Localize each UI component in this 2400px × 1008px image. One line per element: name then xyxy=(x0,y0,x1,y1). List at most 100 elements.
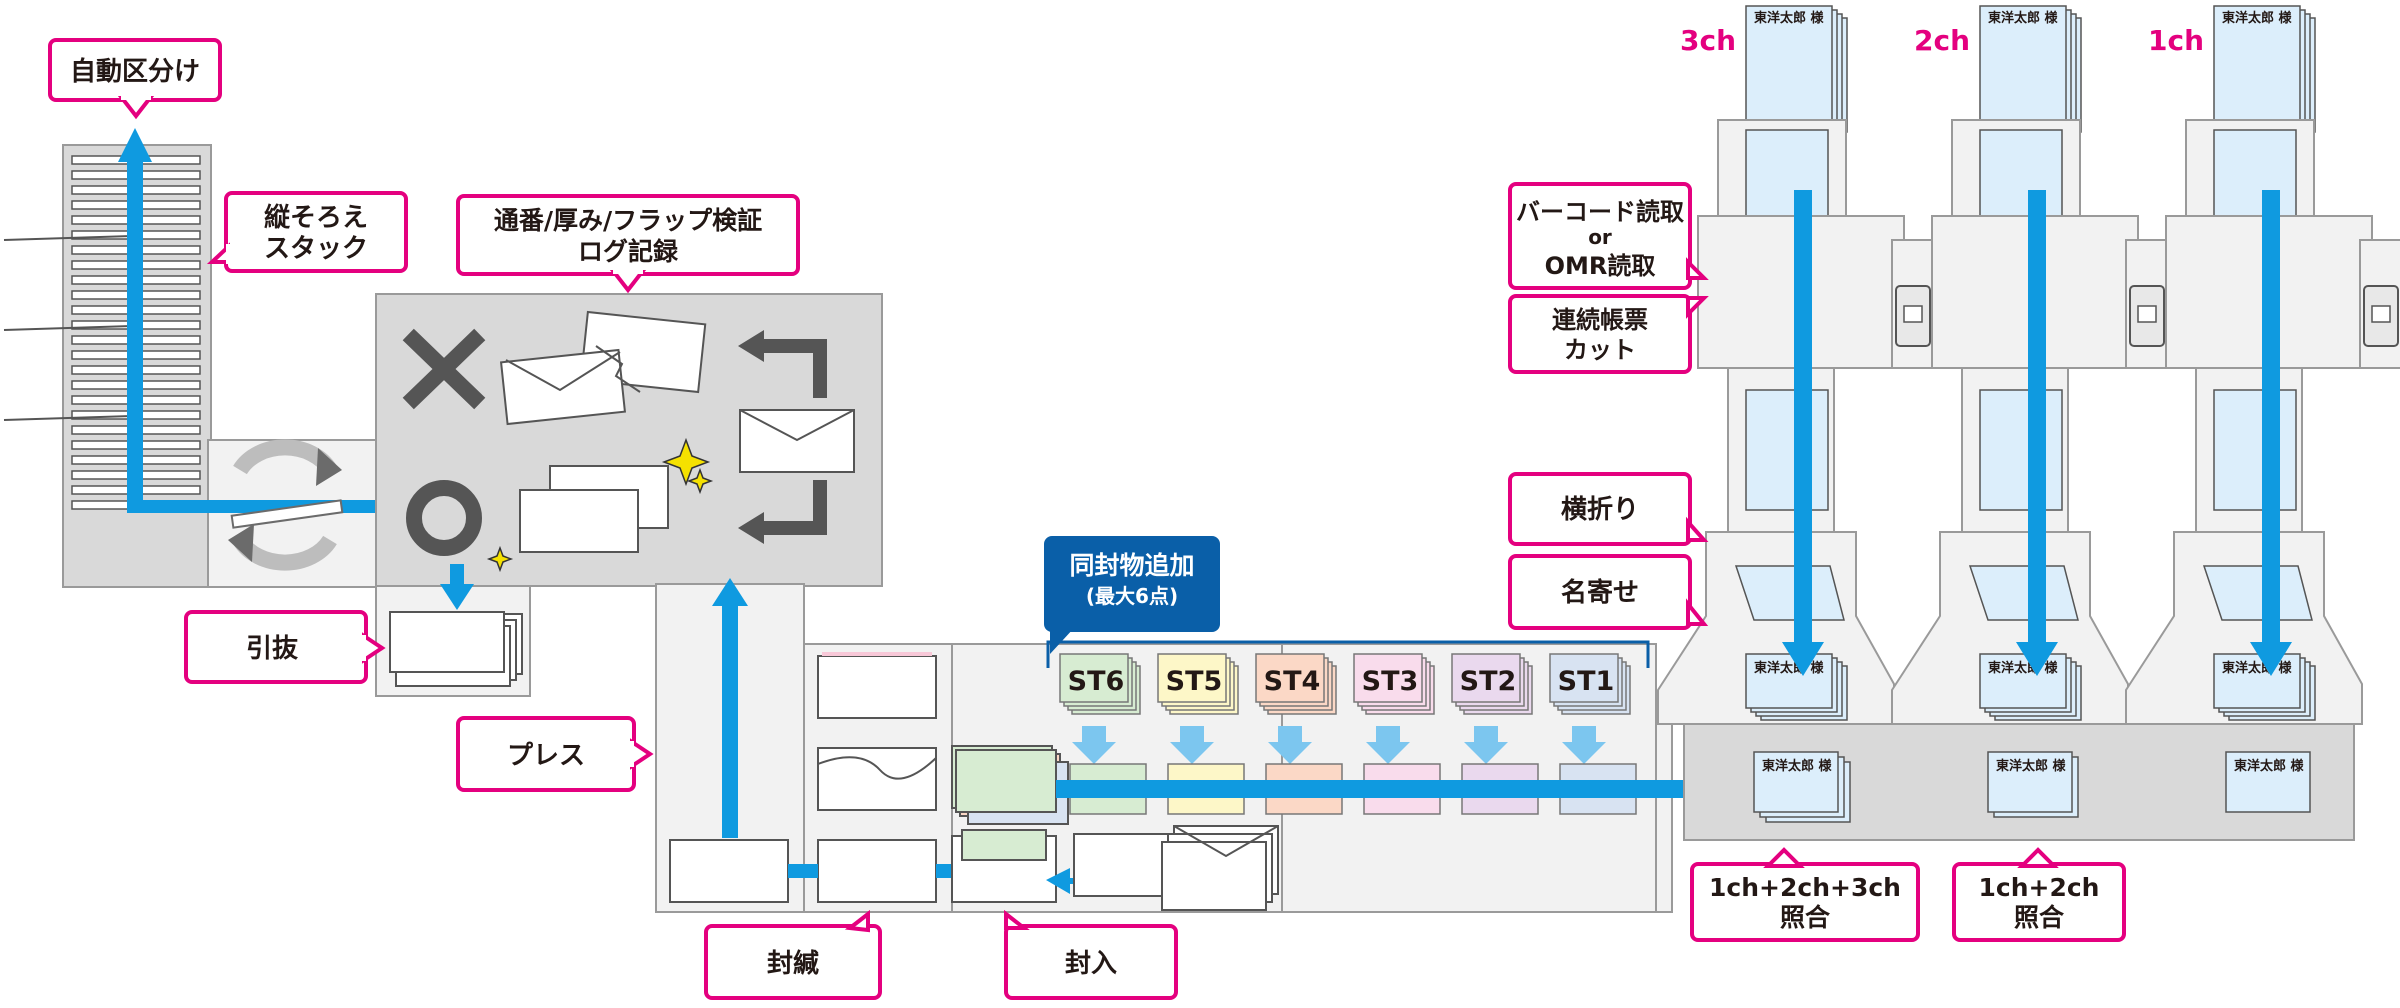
enclosure-label-2: (最大6点) xyxy=(1086,584,1178,608)
match-3ch-label-2: 照合 xyxy=(1780,903,1831,932)
barcode-label-1: バーコード読取 xyxy=(1516,198,1684,226)
flow-arrow-head xyxy=(118,128,152,162)
enclosure-stations: ST6 ST5 ST4 ST3 ST2 ST1 xyxy=(1059,653,1637,815)
match-2ch-label-1: 1ch+2ch xyxy=(1979,873,2100,902)
station-label: ST1 xyxy=(1558,666,1615,697)
verify-label-1: 通番/厚み/フラップ検証 xyxy=(494,206,762,235)
doc-name: 東洋太郎 様 xyxy=(1988,660,2059,676)
callout-insert: 封入 xyxy=(1004,909,1178,1000)
reject-x-icon xyxy=(402,328,486,410)
accept-o-icon xyxy=(406,480,482,556)
doc-name: 東洋太郎 様 xyxy=(1996,758,2067,774)
doc-name: 東洋太郎 様 xyxy=(1762,758,1833,774)
flow-arrow-head xyxy=(2016,642,2058,676)
callout-barcode: バーコード読取 or OMR読取 xyxy=(1508,182,1709,290)
rotate-icon xyxy=(228,439,344,571)
press-label: プレス xyxy=(507,741,585,771)
callout-verify: 通番/厚み/フラップ検証 ログ記録 xyxy=(456,194,800,294)
flip-arrows-icon xyxy=(738,330,827,544)
down-arrow-icon xyxy=(1170,726,1214,764)
station-label: ST6 xyxy=(1068,666,1125,697)
callout-press: プレス xyxy=(456,716,654,792)
envelope-good-icon xyxy=(519,465,669,553)
station-label: ST2 xyxy=(1460,666,1517,697)
down-arrow-icon xyxy=(1562,726,1606,764)
auto-sort-label: 自動区分け xyxy=(70,56,200,87)
fold-label: 横折り xyxy=(1561,495,1639,525)
down-arrow-icon xyxy=(1268,726,1312,764)
seal-label: 封緘 xyxy=(767,949,819,979)
fold-document xyxy=(2202,565,2313,621)
stacker-unit xyxy=(3,128,389,588)
reject-tray xyxy=(375,564,531,697)
matched-document-stack: 東洋太郎 様 xyxy=(2225,751,2311,813)
verify-unit xyxy=(375,293,883,587)
doc-name: 東洋太郎 様 xyxy=(1988,10,2059,26)
station-st1: ST1 xyxy=(1549,653,1637,815)
callout-name-match: 名寄せ xyxy=(1508,554,1709,630)
callout-match-2ch: 1ch+2ch 照合 xyxy=(1952,847,2126,942)
fold-document xyxy=(1968,565,2079,621)
doc-name: 東洋太郎 様 xyxy=(1754,660,1825,676)
doc-name: 東洋太郎 様 xyxy=(2222,10,2293,26)
vertical-stack-label-1: 縦そろえ xyxy=(264,203,368,233)
flow-arrow-reject xyxy=(450,564,464,588)
callout-match-3ch: 1ch+2ch+3ch 照合 xyxy=(1690,847,1920,942)
callout-seal: 封緘 xyxy=(704,909,882,1000)
callout-cut: 連続帳票 カット xyxy=(1508,294,1709,374)
envelope-flip-icon xyxy=(739,409,855,473)
verify-label-2: ログ記録 xyxy=(578,237,679,266)
station-st6: ST6 xyxy=(1059,653,1147,815)
cut-label-2: カット xyxy=(1564,336,1636,364)
callout-fold: 横折り xyxy=(1508,472,1709,546)
channel-label: 2ch xyxy=(1914,24,1970,57)
station-label: ST4 xyxy=(1264,666,1321,697)
sparkle-icon xyxy=(486,437,714,573)
barcode-label-2: or xyxy=(1588,225,1612,249)
doc-name: 東洋太郎 様 xyxy=(2234,758,2305,774)
enclosure-header: 同封物追加 (最大6点) xyxy=(1044,536,1650,668)
callout-auto-sort: 自動区分け xyxy=(48,38,222,120)
match-2ch-label-2: 照合 xyxy=(2014,903,2065,932)
callout-vertical-stack: 縦そろえ スタック xyxy=(206,191,408,273)
station-st4: ST4 xyxy=(1255,653,1343,815)
vertical-stack-label-2: スタック xyxy=(264,234,368,264)
down-arrow-icon xyxy=(1072,726,1116,764)
station-st5: ST5 xyxy=(1157,653,1245,815)
flow-arrow-head xyxy=(1782,642,1824,676)
matched-documents: 東洋太郎 様 東洋太郎 様 東洋太郎 様 xyxy=(1753,751,2311,823)
callout-reject: 引抜 xyxy=(184,610,386,684)
station-st2: ST2 xyxy=(1451,653,1539,815)
channel-label: 3ch xyxy=(1680,24,1736,57)
station-label: ST3 xyxy=(1362,666,1419,697)
doc-name: 東洋太郎 様 xyxy=(2222,660,2293,676)
matched-document-stack: 東洋太郎 様 xyxy=(1753,751,1851,823)
match-3ch-label-1: 1ch+2ch+3ch xyxy=(1709,873,1901,902)
flow-arrow-down xyxy=(2028,190,2046,646)
flow-conveyor-seal xyxy=(788,864,818,878)
flow-arrow-head xyxy=(2250,642,2292,676)
down-arrow-icon xyxy=(1366,726,1410,764)
enclosure-label-1: 同封物追加 xyxy=(1069,551,1194,580)
flow-arrow-down xyxy=(1794,190,1812,646)
insert-area xyxy=(951,745,1279,911)
envelope-bad-icon xyxy=(499,310,707,426)
station-label: ST5 xyxy=(1166,666,1223,697)
name-match-label: 名寄せ xyxy=(1561,577,1639,608)
insert-label: 封入 xyxy=(1065,949,1117,979)
doc-name: 東洋太郎 様 xyxy=(1754,10,1825,26)
flow-arrow-up-stack xyxy=(127,158,143,508)
matched-document-stack: 東洋太郎 様 xyxy=(1987,751,2079,818)
channel-label: 1ch xyxy=(2148,24,2204,57)
flow-arrow-up-press xyxy=(722,602,738,838)
fold-document xyxy=(1734,565,1845,621)
down-arrow-icon xyxy=(1464,726,1508,764)
flow-arrow-down xyxy=(2262,190,2280,646)
cut-label-1: 連続帳票 xyxy=(1552,306,1648,334)
reject-label: 引抜 xyxy=(246,634,299,664)
